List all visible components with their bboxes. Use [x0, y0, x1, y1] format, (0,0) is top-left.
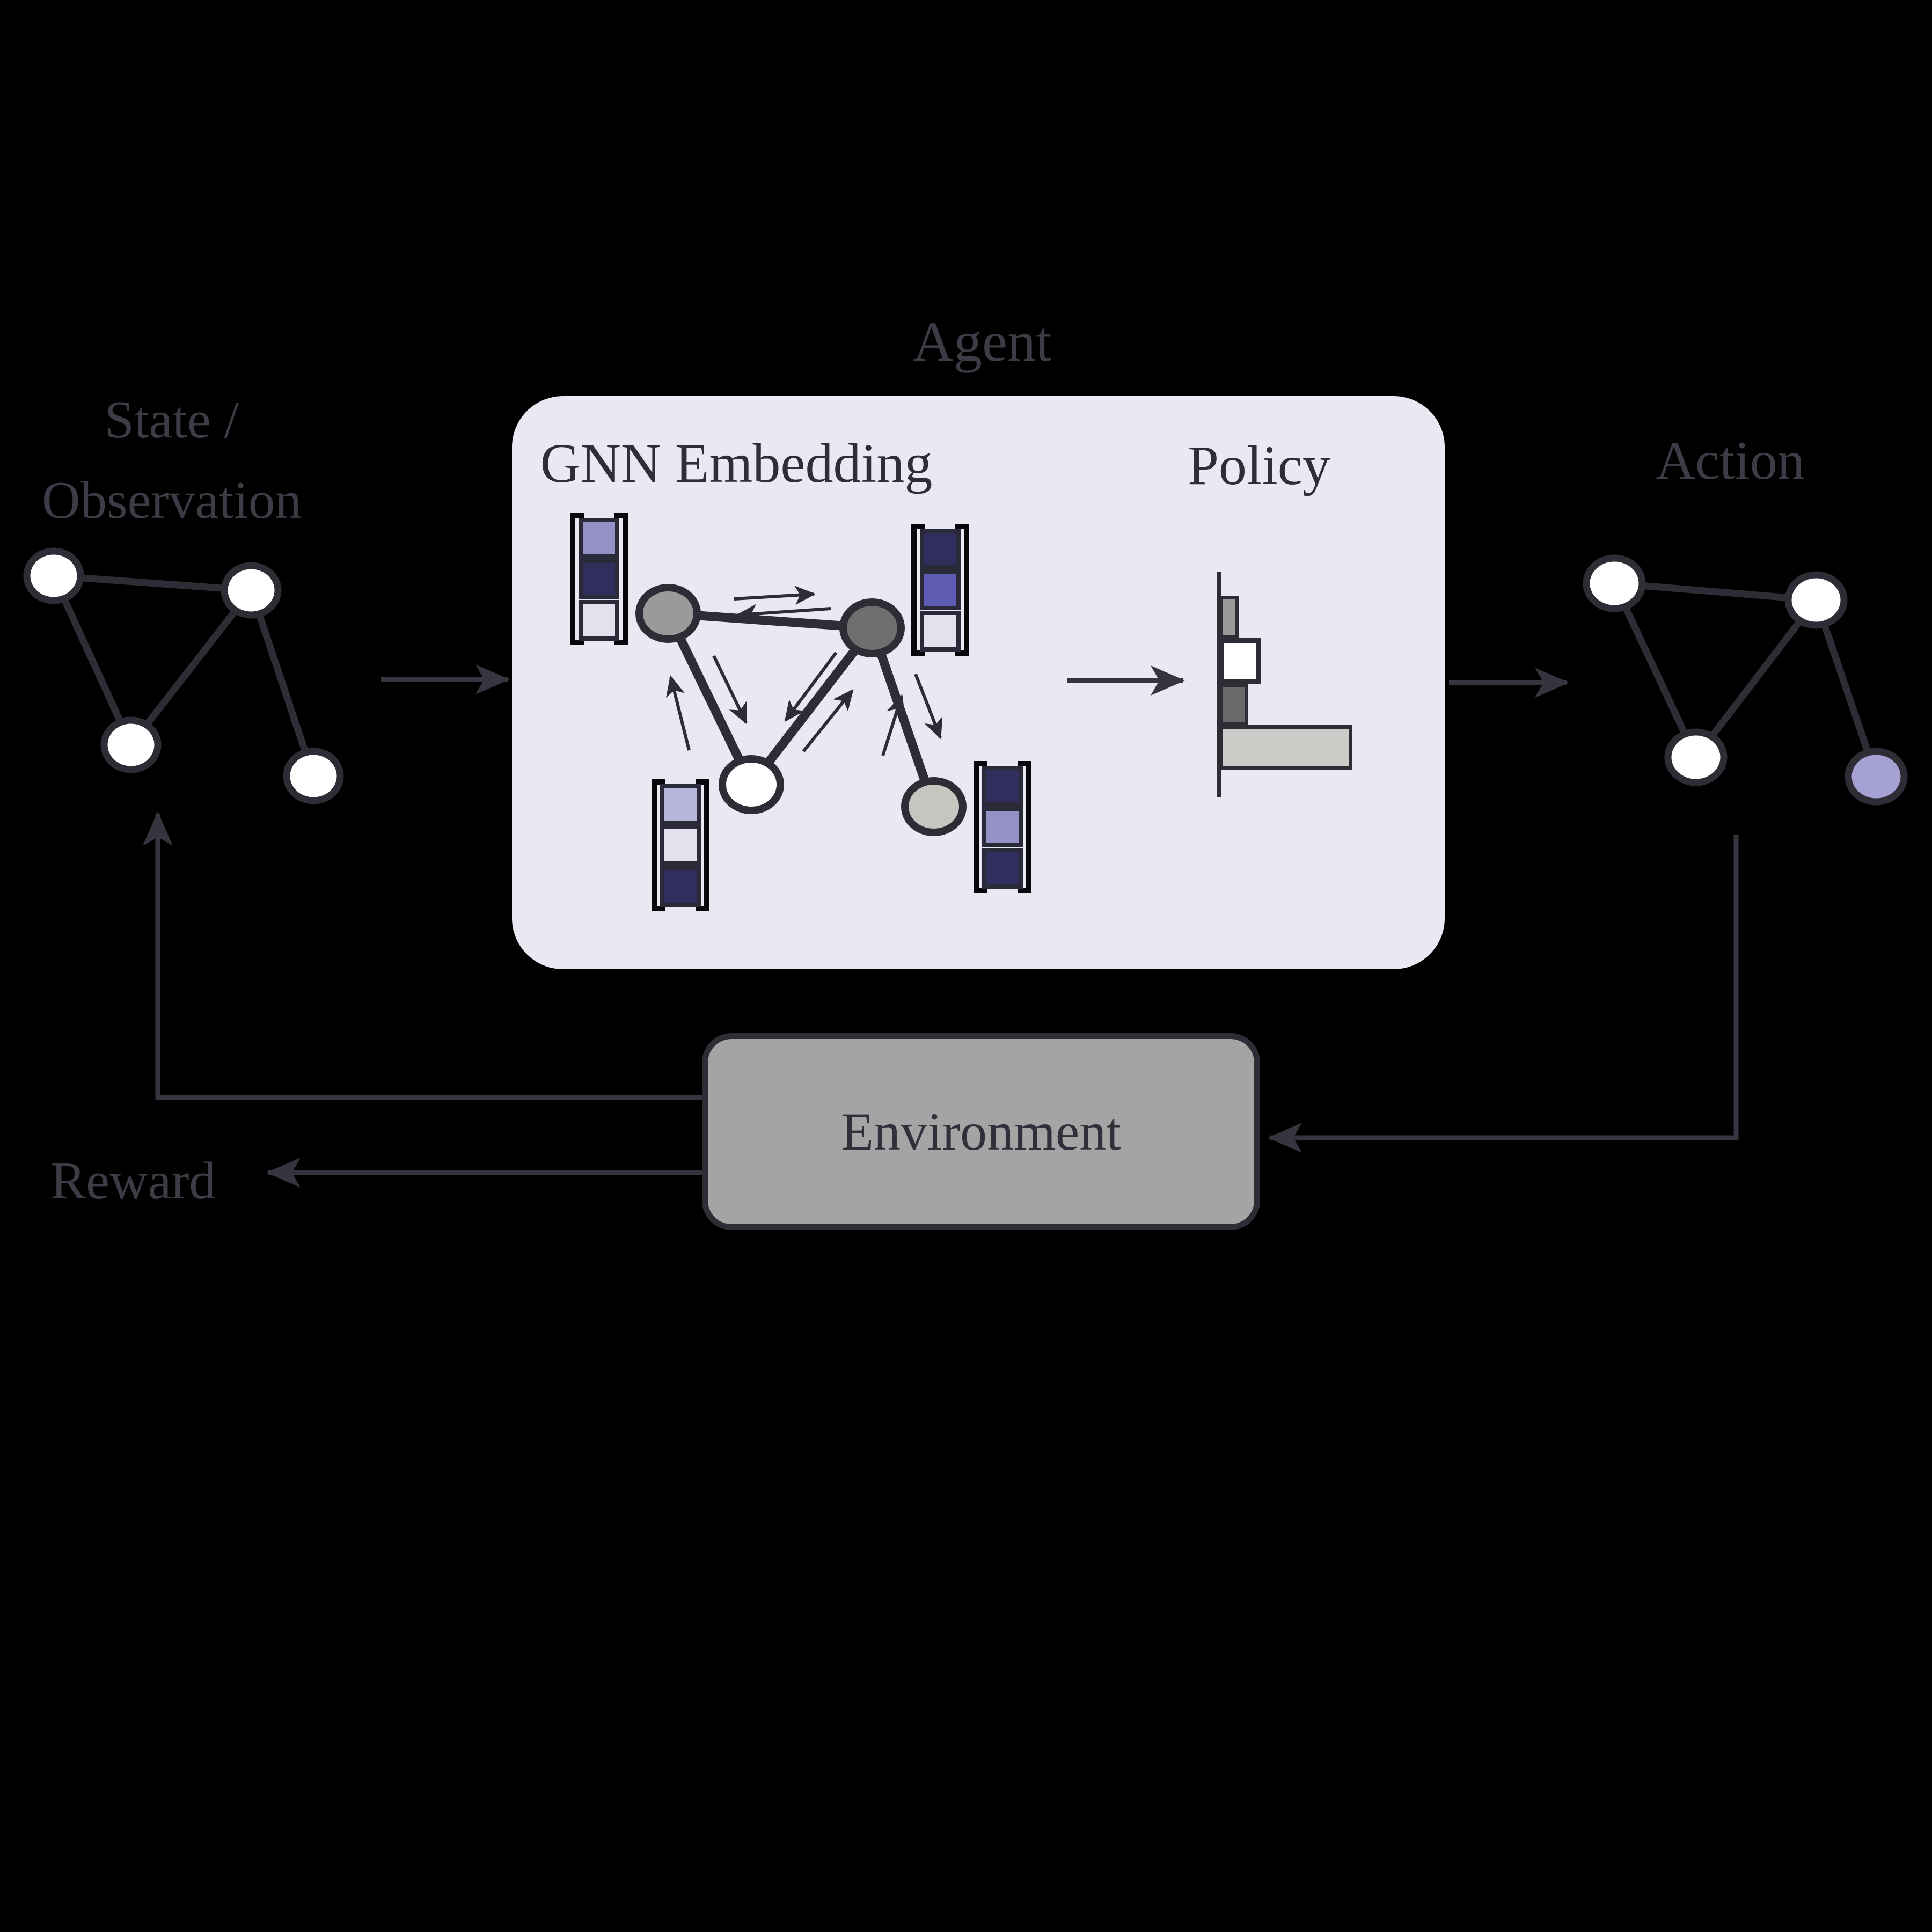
feature-vector-bottom-right: [974, 761, 1031, 893]
feature-vector-top-left: [570, 513, 628, 645]
state-graph-edge: [53, 572, 252, 594]
message-arrow: [734, 586, 816, 605]
feature-cell: [982, 765, 1023, 807]
arrow-environment-to-state: [143, 811, 702, 1100]
feature-cell: [579, 599, 619, 641]
bracket-left-icon: [570, 513, 584, 645]
feature-vector-cells: [913, 528, 967, 652]
gnn-graph-node: [635, 584, 701, 643]
feature-vector-cells: [976, 765, 1029, 889]
feature-cell: [920, 569, 961, 610]
state-graph-node: [23, 547, 84, 604]
feature-vector-bottom-left: [652, 779, 709, 911]
policy-histogram-axis: [1217, 572, 1221, 797]
action-graph-node-highlighted: [1845, 748, 1908, 806]
feature-cell: [579, 559, 619, 599]
environment-label: Environment: [840, 1102, 1122, 1161]
action-graph: [1583, 554, 1908, 806]
bracket-left-icon: [652, 779, 665, 911]
bracket-right-icon: [614, 513, 628, 645]
message-arrow: [802, 689, 854, 752]
gnn-graph-edge: [668, 609, 873, 633]
gnn-graph-edge: [664, 611, 756, 787]
message-arrow: [914, 673, 943, 740]
policy-histogram-bar: [1219, 725, 1352, 770]
state-observation-label: State / Observation: [0, 380, 343, 541]
action-graph-edge: [1693, 598, 1819, 759]
policy-histogram-bar-highlighted: [1219, 638, 1261, 684]
gnn-graph-edge: [867, 626, 939, 808]
action-graph-edge: [1614, 580, 1817, 604]
feature-vector-cells: [572, 517, 626, 641]
reward-label: Reward: [50, 1152, 216, 1210]
agent-label: Agent: [912, 310, 1052, 373]
message-arrow: [666, 675, 691, 751]
feature-cell: [982, 847, 1023, 889]
state-observation-line2: Observation: [42, 471, 302, 530]
bracket-left-icon: [911, 524, 925, 656]
feature-cell: [660, 825, 701, 866]
message-arrow: [712, 655, 748, 724]
message-arrow: [784, 652, 838, 722]
state-graph-edge: [247, 589, 317, 778]
state-graph-node: [283, 748, 344, 804]
bracket-right-icon: [696, 779, 709, 911]
feature-cell: [660, 784, 701, 825]
feature-vector-cells: [654, 784, 707, 907]
policy-histogram-bar: [1219, 683, 1248, 726]
feature-cell: [920, 528, 961, 569]
state-graph: [23, 547, 344, 804]
action-graph-node: [1784, 571, 1848, 629]
gnn-graph-node: [901, 777, 967, 836]
bracket-right-icon: [955, 524, 969, 656]
gnn-graph-node: [719, 755, 784, 814]
state-graph-node: [221, 562, 282, 619]
message-arrow: [881, 694, 905, 756]
policy-label: Policy: [1188, 435, 1330, 496]
action-graph-edge: [1812, 598, 1880, 778]
action-graph-edge: [1611, 582, 1699, 759]
arrow-action-to-environment: [1268, 835, 1739, 1153]
feature-vector-top-right: [911, 524, 969, 656]
policy-histogram-bar: [1219, 596, 1239, 639]
bracket-right-icon: [1018, 761, 1031, 893]
gnn-embedding-label: GNN Embedding: [540, 433, 933, 494]
feature-cell: [982, 807, 1023, 847]
message-arrow: [736, 604, 831, 624]
flow-arrows: [143, 664, 1739, 1188]
action-label: Action: [1656, 430, 1805, 491]
gnn-graph-edge: [748, 625, 876, 788]
feature-cell: [920, 610, 961, 652]
state-graph-edge: [50, 574, 134, 747]
gnn-graph-node: [839, 598, 905, 657]
action-graph-node: [1664, 728, 1728, 786]
environment-box: Environment: [702, 1033, 1260, 1230]
state-graph-node: [100, 716, 162, 773]
feature-cell: [660, 866, 701, 907]
state-observation-line1: State /: [104, 391, 239, 449]
bracket-left-icon: [974, 761, 987, 893]
gnn-graph: [635, 584, 967, 836]
action-graph-node: [1583, 554, 1646, 612]
feature-cell: [579, 517, 619, 559]
gnn-message-arrows: [666, 586, 943, 756]
state-graph-edge: [128, 588, 254, 747]
